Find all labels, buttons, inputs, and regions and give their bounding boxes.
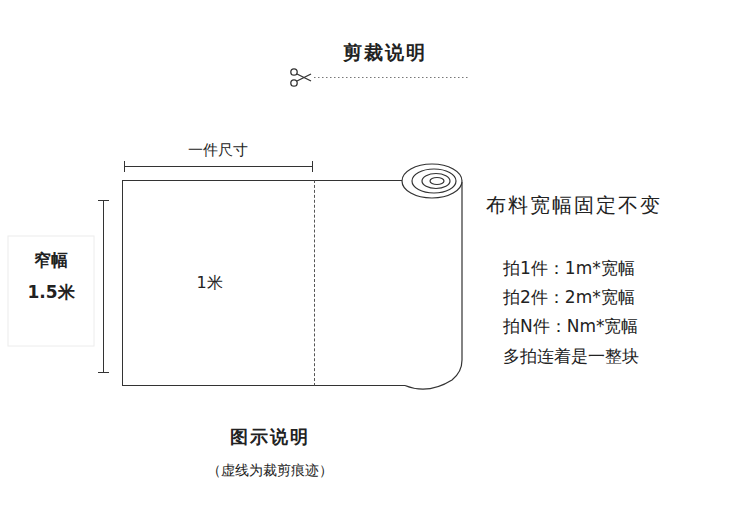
note-heading: 布料宽幅固定不变 <box>486 193 662 217</box>
dimension-label: 一件尺寸 <box>188 141 248 159</box>
note-line: 拍N件：Nm*宽幅 <box>503 316 639 336</box>
note-line: 拍2件：2m*宽幅 <box>503 287 635 307</box>
dimension-label: 1.5米 <box>27 282 74 302</box>
scissors-icon <box>291 69 311 86</box>
note-line: 多拍连着是一整块 <box>503 346 639 366</box>
title: 剪裁说明 <box>343 41 427 64</box>
caption-note: （虚线为裁剪痕迹） <box>207 462 333 479</box>
note-line: 拍1件：1m*宽幅 <box>503 258 635 278</box>
size-label: 1米 <box>196 273 222 294</box>
fabric-piece: 1米 <box>122 180 315 386</box>
dimension-line <box>98 200 109 373</box>
dimension-label: 窄幅 <box>34 250 68 270</box>
fabric-roll <box>315 164 462 389</box>
caption: 图示说明 <box>230 426 310 448</box>
dimension-line <box>124 161 313 172</box>
cut-line <box>314 77 470 78</box>
label-panel <box>8 236 94 346</box>
